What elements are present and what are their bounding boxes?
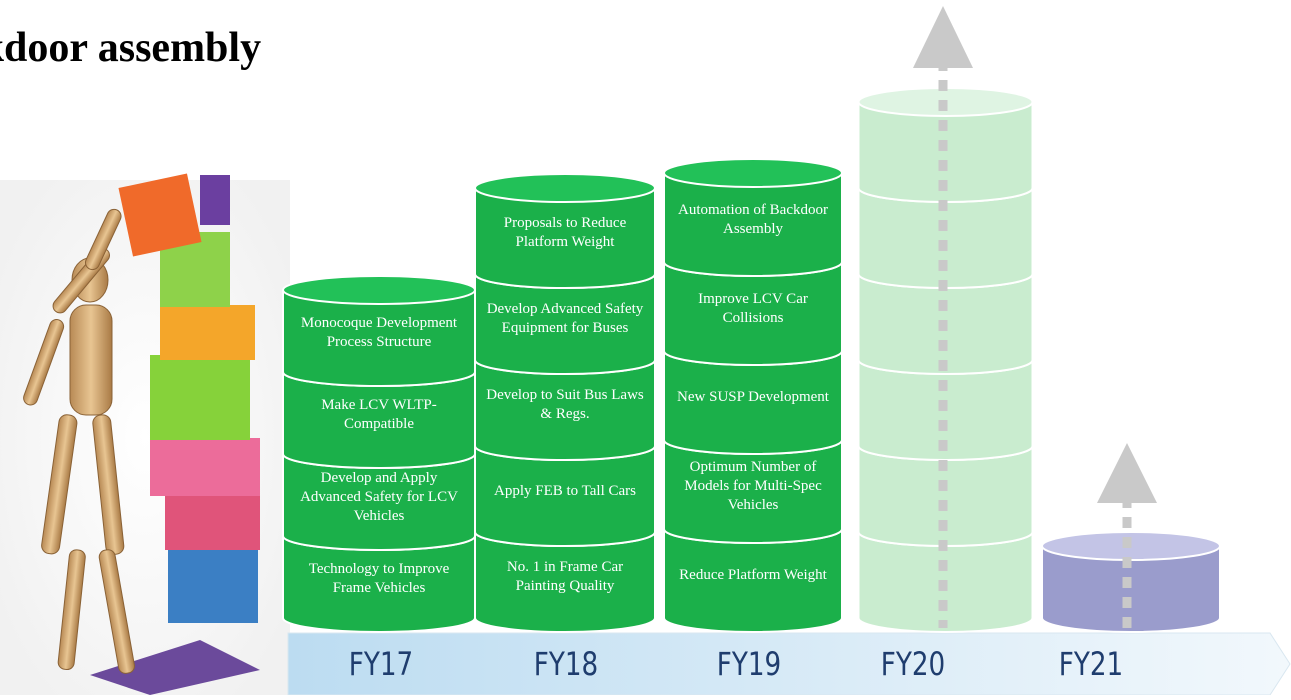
- tier-label: Optimum Number of Models for Multi-Spec …: [684, 459, 822, 513]
- tier-label: Develop and Apply Advanced Safety for LC…: [300, 469, 458, 524]
- tier-label: Develop Advanced Safety Equipment for Bu…: [486, 301, 644, 336]
- tier-cylinder: Automation of Backdoor Assembly: [663, 158, 843, 277]
- tier-cylinder: [857, 87, 1034, 203]
- year-label-fy20: FY20: [880, 645, 946, 683]
- tier-label: [868, 106, 1023, 188]
- year-label-fy21: FY21: [1058, 645, 1124, 683]
- tier-cylinder: Develop and Apply Advanced Safety for LC…: [282, 439, 476, 551]
- tier-label: New SUSP Development: [677, 389, 829, 405]
- tier-cylinder: Monocoque Development Process Structure: [282, 275, 476, 387]
- tier-label: [868, 192, 1023, 274]
- tier-label: [868, 450, 1023, 532]
- tier-label: Technology to Improve Frame Vehicles: [308, 561, 450, 596]
- tier-label: Develop to Suit Bus Laws & Regs.: [486, 387, 644, 422]
- tier-label: [868, 364, 1023, 446]
- tier-label: Proposals to Reduce Platform Weight: [503, 215, 627, 250]
- tier-label: [868, 278, 1023, 360]
- slide-title: ckdoor assembly: [0, 25, 262, 71]
- mannequin-stacking-blocks-illustration: [0, 170, 300, 695]
- tier-label: Monocoque Development Process Structure: [300, 315, 458, 350]
- tier-label: Apply FEB to Tall Cars: [493, 482, 636, 499]
- tier-label: Improve LCV Car Collisions: [698, 290, 808, 326]
- year-label-fy19: FY19: [716, 645, 782, 683]
- tier-label: [868, 536, 1023, 618]
- year-label-fy17: FY17: [348, 645, 414, 683]
- tier-label: [1052, 550, 1210, 618]
- tier-label: Reduce Platform Weight: [679, 567, 827, 583]
- tier-label: No. 1 in Frame Car Painting Quality: [506, 559, 624, 594]
- tier-cylinder: [1041, 531, 1221, 633]
- year-label-fy18: FY18: [533, 645, 599, 683]
- tier-label: Make LCV WLTP-Compatible: [321, 397, 437, 432]
- tier-cylinder: Proposals to Reduce Platform Weight: [474, 173, 656, 289]
- tier-label: Automation of Backdoor Assembly: [678, 201, 828, 237]
